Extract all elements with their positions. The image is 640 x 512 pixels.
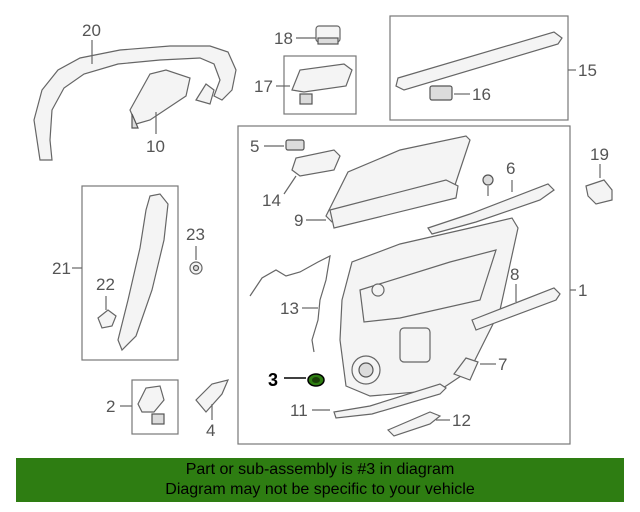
- callout-20: 20: [82, 21, 101, 40]
- part-14-bracket[interactable]: [291, 149, 341, 177]
- callout-22: 22: [96, 275, 115, 294]
- part-21-bracket[interactable]: [117, 193, 169, 352]
- part-8-molding[interactable]: [471, 287, 561, 331]
- part-16-clip[interactable]: [429, 85, 453, 101]
- callout-13: 13: [280, 299, 299, 318]
- callout-1: 1: [578, 281, 587, 300]
- callout-17: 17: [254, 77, 273, 96]
- part-4-cover[interactable]: [195, 379, 230, 413]
- callout-5: 5: [250, 137, 259, 156]
- callout-9: 9: [294, 211, 303, 230]
- banner-line-2: Diagram may not be specific to your vehi…: [165, 481, 475, 498]
- part-22-clip[interactable]: [97, 309, 117, 329]
- box-15: [389, 15, 569, 121]
- callout-16: 16: [472, 85, 491, 104]
- callout-3: 3: [268, 370, 278, 390]
- callout-15: 15: [578, 61, 597, 80]
- callout-8: 8: [510, 265, 519, 284]
- part-19-clip[interactable]: [585, 179, 613, 205]
- part-9-upper-panel[interactable]: [325, 135, 471, 229]
- part-2-bracket[interactable]: [137, 385, 165, 425]
- box-2: [131, 379, 179, 435]
- parts-diagram: 20 10 18 17 15 16 1 5 14: [33, 15, 613, 445]
- box-17: [283, 55, 357, 115]
- callout-4: 4: [206, 421, 215, 440]
- box-1: [237, 125, 571, 445]
- part-20-frame-molding[interactable]: [33, 45, 237, 161]
- part-10-seal[interactable]: [129, 69, 191, 129]
- callout-19: 19: [590, 145, 609, 164]
- callout-21: 21: [52, 259, 71, 278]
- part-23-clip[interactable]: [189, 261, 203, 275]
- part-5-clip[interactable]: [285, 139, 305, 151]
- info-banner: Part or sub-assembly is #3 in diagram Di…: [16, 458, 624, 502]
- part-6-trim[interactable]: [427, 174, 555, 235]
- callout-6: 6: [506, 159, 515, 178]
- callout-7: 7: [498, 355, 507, 374]
- part-door-panel[interactable]: [339, 217, 519, 397]
- callout-18: 18: [274, 29, 293, 48]
- callout-2: 2: [106, 397, 115, 416]
- box-21: [81, 185, 179, 361]
- callout-23: 23: [186, 225, 205, 244]
- callout-14: 14: [262, 191, 281, 210]
- part-17-switch[interactable]: [291, 63, 353, 105]
- callout-12: 12: [452, 411, 471, 430]
- part-3-clip-highlighted[interactable]: [307, 373, 325, 387]
- part-18-clip[interactable]: [315, 25, 341, 45]
- callout-11: 11: [290, 401, 308, 420]
- part-11-molding[interactable]: [333, 383, 447, 419]
- part-7-bracket[interactable]: [453, 357, 479, 381]
- part-12-cover[interactable]: [386, 411, 442, 437]
- part-13-wire-harness[interactable]: [249, 254, 331, 353]
- leader-14: [283, 175, 297, 195]
- banner-line-1: Part or sub-assembly is #3 in diagram: [185, 461, 455, 478]
- callout-10: 10: [146, 137, 165, 156]
- part-15-belt-molding[interactable]: [395, 31, 563, 91]
